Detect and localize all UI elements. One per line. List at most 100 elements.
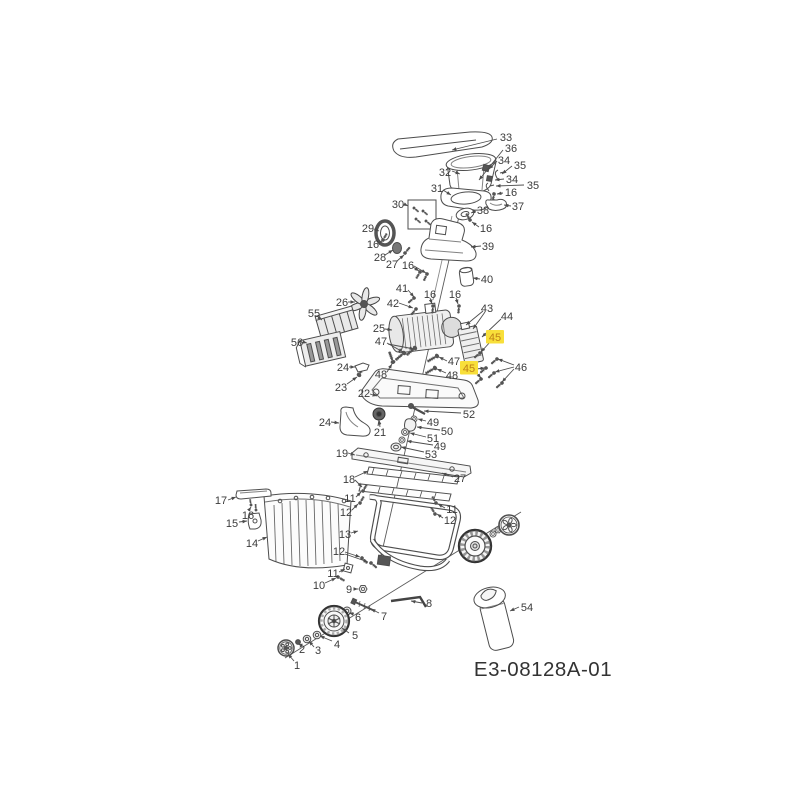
part-label-32: 32 xyxy=(439,167,451,179)
part-label-11: 11 xyxy=(327,568,338,580)
leader-line-24 xyxy=(330,420,340,425)
leader-line-16 xyxy=(496,191,504,196)
part-label-28: 28 xyxy=(374,252,386,264)
part-label-33: 33 xyxy=(500,132,512,144)
leader-line-52 xyxy=(423,409,462,414)
part-label-49: 49 xyxy=(434,441,446,453)
part-label-34: 34 xyxy=(498,155,510,167)
parts-layer xyxy=(235,131,520,657)
leader-line-48 xyxy=(386,363,393,373)
part-label-44: 44 xyxy=(501,311,513,323)
part-label-23: 23 xyxy=(335,382,347,394)
leader-line-6 xyxy=(348,612,355,616)
part-label-38: 38 xyxy=(477,205,489,217)
leader-line-11 xyxy=(437,503,446,509)
leader-line-40 xyxy=(472,276,481,281)
part-grommet xyxy=(455,207,475,221)
leader-line-16 xyxy=(413,265,427,274)
part-label-10: 10 xyxy=(313,580,325,592)
leader-line-49 xyxy=(406,439,434,446)
part-label-11: 11 xyxy=(446,504,457,516)
part-knob xyxy=(372,407,386,427)
part-label-35: 35 xyxy=(514,160,526,172)
part-label-18: 18 xyxy=(343,474,355,486)
part-label-34: 34 xyxy=(506,174,518,186)
part-label-55: 55 xyxy=(308,308,320,320)
part-label-40: 40 xyxy=(481,274,493,286)
part-label-46: 46 xyxy=(515,362,527,374)
leader-line-32 xyxy=(451,170,461,175)
part-label-19: 19 xyxy=(336,448,348,460)
part-left-wheel xyxy=(317,604,351,638)
part-label-45: 45 xyxy=(489,332,501,344)
part-label-30: 30 xyxy=(392,199,404,211)
leader-line-10 xyxy=(324,577,337,584)
part-label-12: 12 xyxy=(444,515,456,527)
diagram-code: E3-08128A-01 xyxy=(474,658,612,681)
part-stand-frame xyxy=(358,494,462,572)
part-label-17: 17 xyxy=(215,495,227,507)
leader-line-18 xyxy=(354,479,363,488)
leader-line-21 xyxy=(377,419,382,428)
leader-line-12 xyxy=(436,513,444,519)
leader-line-22 xyxy=(369,393,378,397)
leader-line-47 xyxy=(387,343,415,350)
leader-line-13 xyxy=(350,530,359,534)
part-label-26: 26 xyxy=(336,297,348,309)
leader-line-28 xyxy=(384,249,394,256)
leader-line-50 xyxy=(416,425,441,431)
leader-line-37 xyxy=(503,203,512,208)
part-label-42: 42 xyxy=(387,298,399,310)
part-label-11: 11 xyxy=(344,493,355,505)
part-label-36: 36 xyxy=(505,143,517,155)
part-label-12: 12 xyxy=(340,507,352,519)
part-label-16: 16 xyxy=(480,223,492,235)
leader-line-46 xyxy=(497,358,515,366)
part-label-4: 4 xyxy=(334,639,340,651)
part-capacitor xyxy=(458,266,475,287)
part-label-16: 16 xyxy=(505,187,517,199)
leader-line-4 xyxy=(319,635,333,642)
part-collection-basket xyxy=(263,492,352,569)
part-label-47: 47 xyxy=(448,356,460,368)
part-latch-bracket xyxy=(485,198,508,211)
leader-line-16 xyxy=(247,506,252,512)
leader-line-41 xyxy=(407,289,415,298)
leader-line-3 xyxy=(308,640,315,648)
leader-line-17 xyxy=(227,496,237,501)
leader-line-1 xyxy=(287,653,295,662)
leader-line-16 xyxy=(377,240,383,245)
leader-line-25 xyxy=(384,327,393,332)
leader-line-5 xyxy=(341,627,350,634)
leader-line-11 xyxy=(355,491,362,498)
part-label-25: 25 xyxy=(373,323,385,335)
part-label-35: 35 xyxy=(527,180,539,192)
leader-line-18 xyxy=(354,470,369,478)
part-disc xyxy=(392,242,402,254)
part-label-45: 45 xyxy=(463,363,475,375)
part-label-51: 51 xyxy=(427,433,439,445)
part-label-37: 37 xyxy=(512,201,524,213)
part-label-12: 12 xyxy=(333,546,345,558)
part-label-9: 9 xyxy=(346,584,352,596)
leader-line-46 xyxy=(501,368,515,383)
part-label-52: 52 xyxy=(463,409,475,421)
part-rubber-foot xyxy=(339,406,371,437)
leader-line-12 xyxy=(344,553,369,563)
leader-line-33 xyxy=(451,138,498,151)
leader-line-15 xyxy=(238,519,248,524)
part-label-41: 41 xyxy=(396,283,408,295)
leader-line-47 xyxy=(438,356,448,362)
leader-line-27 xyxy=(396,254,405,262)
leader-line-34 xyxy=(494,177,505,182)
leader-line-43 xyxy=(472,311,486,330)
part-label-2: 2 xyxy=(299,644,305,656)
part-label-50: 50 xyxy=(441,426,453,438)
part-label-31: 31 xyxy=(431,183,443,195)
leader-line-2 xyxy=(297,643,303,648)
part-label-39: 39 xyxy=(482,241,494,253)
leader-line-30 xyxy=(403,202,409,207)
leader-line-16 xyxy=(454,297,459,305)
